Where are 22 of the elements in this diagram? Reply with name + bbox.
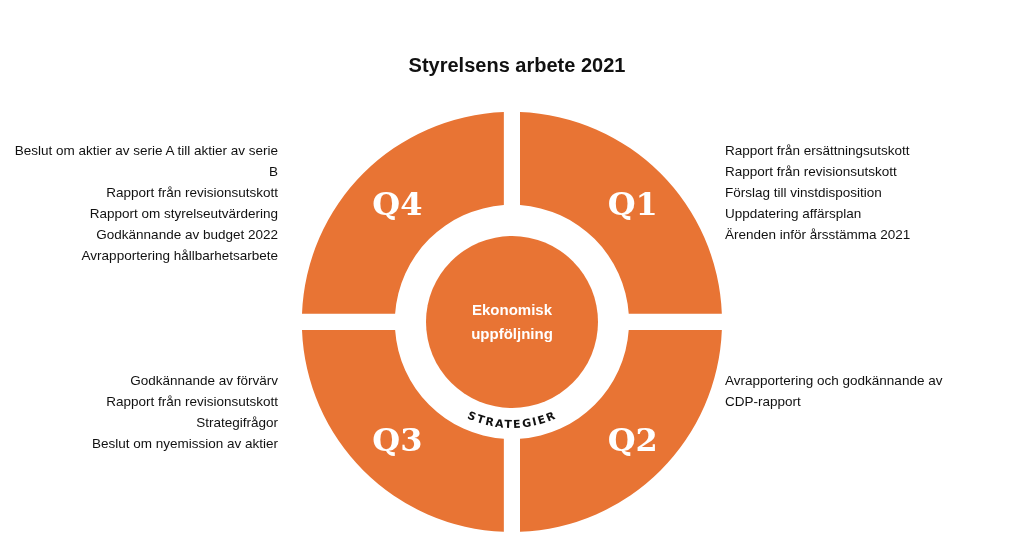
- agenda-item: Rapport från ersättningsutskott: [725, 142, 910, 160]
- agenda-item: Förslag till vinstdisposition: [725, 184, 882, 202]
- agenda-item: Rapport från revisionsutskott: [106, 393, 278, 411]
- quadrant-label: Q3: [372, 423, 423, 456]
- agenda-item: Godkännande av budget 2022: [96, 226, 278, 244]
- agenda-item: Beslut om nyemission av aktier: [91, 435, 278, 453]
- agenda-item: Strategifrågor: [196, 414, 278, 432]
- ring-label: STRATEGIER: [465, 408, 559, 432]
- title: Styrelsens arbete 2021: [407, 54, 627, 77]
- agenda-item: Beslut om aktier av serie A till aktier av serie B: [13, 142, 278, 181]
- agenda-item: Avrapportering och godkännande av CDP-rapport: [725, 372, 944, 411]
- agenda-item: Ärenden inför årsstämma 2021: [725, 226, 911, 244]
- quadrant-label: Q1: [607, 188, 658, 221]
- agenda-item: Rapport från revisionsutskott: [725, 163, 897, 181]
- agenda-item: Avrapportering hållbarhetsarbete: [81, 247, 278, 265]
- quadrant-label: Q2: [607, 423, 658, 456]
- agenda-item: Rapport om styrelseutvärdering: [89, 205, 278, 223]
- agenda-item: Uppdatering affärsplan: [725, 205, 862, 223]
- agenda-item: Rapport från revisionsutskott: [106, 184, 278, 202]
- quadrant-label: Q4: [372, 188, 423, 221]
- agenda-item: Godkännande av förvärv: [130, 372, 278, 390]
- center-circle: Ekonomisk uppföljning: [426, 236, 598, 408]
